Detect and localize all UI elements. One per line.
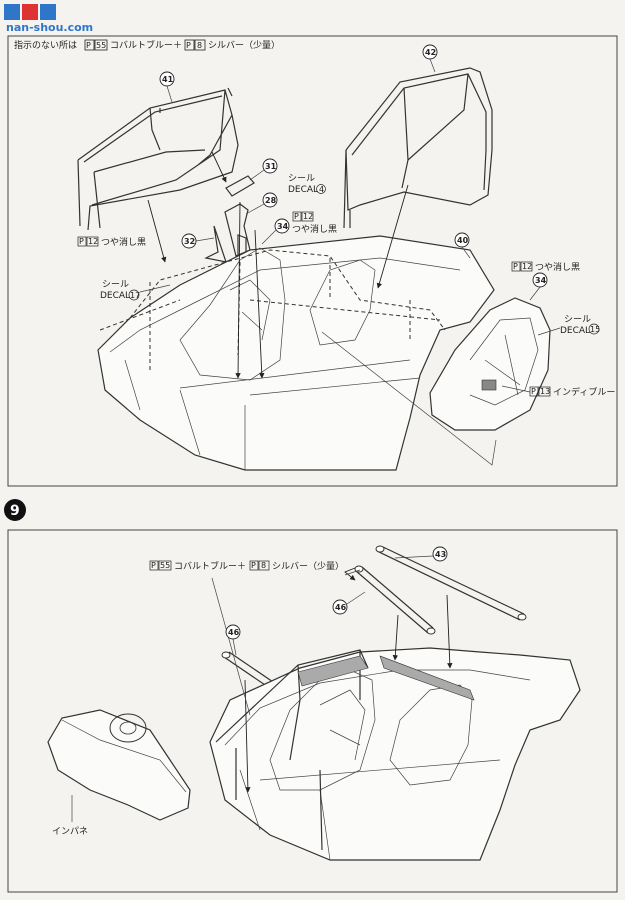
part-number-32: 32 <box>181 233 215 249</box>
svg-text:DECAL: DECAL <box>100 291 130 301</box>
svg-text:P: P <box>294 212 299 221</box>
top-note: 指示のない所は P 55 コバルトブルー＋ P 8 シルバー（少量） <box>14 39 280 51</box>
part-number-41: 41 <box>159 71 175 103</box>
part-number-42: 42 <box>422 44 438 73</box>
svg-text:シール: シール <box>564 315 591 325</box>
part-label-46-upper: 46 <box>335 603 347 612</box>
label-paint-12-b: P 12 つや消し黒 <box>77 236 146 248</box>
watermark-text: nan-shou.com <box>6 21 93 34</box>
top-note-paint2-num: 8 <box>197 41 202 50</box>
svg-text:インディブルー: インディブルー <box>553 386 615 398</box>
svg-text:P: P <box>513 262 518 271</box>
part-label-46-lower: 46 <box>228 628 240 637</box>
dashboard-label: インパネ <box>52 826 88 837</box>
part-label-28: 28 <box>265 196 277 205</box>
part-label-34a: 34 <box>277 222 289 231</box>
svg-text:つや消し黒: つや消し黒 <box>535 261 580 273</box>
separate-seat-34 <box>429 297 551 431</box>
car-body-assembled <box>209 647 581 861</box>
part-number-40: 40 <box>454 232 471 259</box>
svg-text:DECAL: DECAL <box>560 326 590 336</box>
top-note-paint1: コバルトブルー＋ <box>110 39 182 51</box>
part-label-41: 41 <box>162 75 174 84</box>
label-decal-17: シール DECAL 17 <box>100 280 171 301</box>
part-number-28: 28 <box>245 192 278 215</box>
svg-text:12: 12 <box>303 212 313 221</box>
part-number-43: 43 <box>394 546 448 562</box>
part-number-46-lower: 46 <box>225 624 241 656</box>
bottom-arrows <box>211 567 453 793</box>
svg-text:シール: シール <box>102 280 129 290</box>
site-watermark: nan-shou.com <box>4 4 93 34</box>
label-decal-4: シール DECAL 4 <box>288 174 326 195</box>
label-dashboard: インパネ <box>52 795 88 837</box>
svg-text:15: 15 <box>590 325 600 334</box>
svg-text:12: 12 <box>522 262 532 271</box>
roll-cage-rear-42 <box>343 67 493 229</box>
bar-46-upper <box>354 565 436 635</box>
svg-text:P: P <box>186 41 191 50</box>
label-paint-12-c: P 12 つや消し黒 <box>511 261 580 273</box>
top-note-prefix: 指示のない所は <box>14 39 77 51</box>
label-paint-12-a: P 12 つや消し黒 <box>292 211 337 235</box>
svg-text:P: P <box>531 387 536 396</box>
bar-43 <box>375 545 527 621</box>
part-number-34a: 34 <box>261 218 290 245</box>
top-arrows <box>147 151 497 466</box>
parts-31-28-32 <box>204 175 255 263</box>
bottom-note: P 55 コバルトブルー＋ P 8 シルバー（少量） <box>149 560 344 572</box>
part-number-46-upper: 46 <box>332 591 366 615</box>
part-label-34b: 34 <box>535 276 547 285</box>
svg-text:P: P <box>86 41 91 50</box>
label-decal-15: シール DECAL 15 <box>537 315 600 336</box>
top-panel-frame <box>7 35 618 487</box>
top-note-paint1-num: 55 <box>96 41 106 50</box>
part-label-43: 43 <box>435 550 446 559</box>
part-number-31: 31 <box>249 158 278 181</box>
svg-text:55: 55 <box>160 561 170 570</box>
svg-text:12: 12 <box>88 237 98 246</box>
label-paint-13: P 13 インディブルー <box>501 385 615 398</box>
svg-text:P: P <box>79 237 84 246</box>
part-number-34b: 34 <box>529 272 548 301</box>
roll-cage-front-41 <box>77 87 239 231</box>
svg-text:P: P <box>151 561 156 570</box>
svg-text:DECAL: DECAL <box>288 185 318 195</box>
step-number: 9 <box>10 503 20 519</box>
part-label-31: 31 <box>265 162 277 171</box>
car-body-tub-40 <box>97 235 495 471</box>
part-label-40: 40 <box>457 236 469 245</box>
svg-text:シール: シール <box>288 174 315 184</box>
svg-text:P: P <box>251 561 256 570</box>
svg-text:つや消し黒: つや消し黒 <box>101 236 146 248</box>
svg-text:8: 8 <box>261 561 266 570</box>
bottom-panel-frame <box>7 529 618 893</box>
part-label-42: 42 <box>425 48 436 57</box>
svg-text:つや消し黒: つや消し黒 <box>292 223 337 235</box>
svg-text:シルバー（少量）: シルバー（少量） <box>272 561 344 572</box>
svg-text:13: 13 <box>540 387 550 396</box>
step-number-badge: 9 <box>4 499 26 521</box>
svg-text:コバルトブルー＋: コバルトブルー＋ <box>174 560 246 572</box>
part-label-32: 32 <box>184 237 195 246</box>
svg-text:4: 4 <box>319 185 324 194</box>
top-note-paint2: シルバー（少量） <box>208 40 280 51</box>
svg-text:17: 17 <box>130 291 140 300</box>
dashboard-panel <box>47 709 191 821</box>
